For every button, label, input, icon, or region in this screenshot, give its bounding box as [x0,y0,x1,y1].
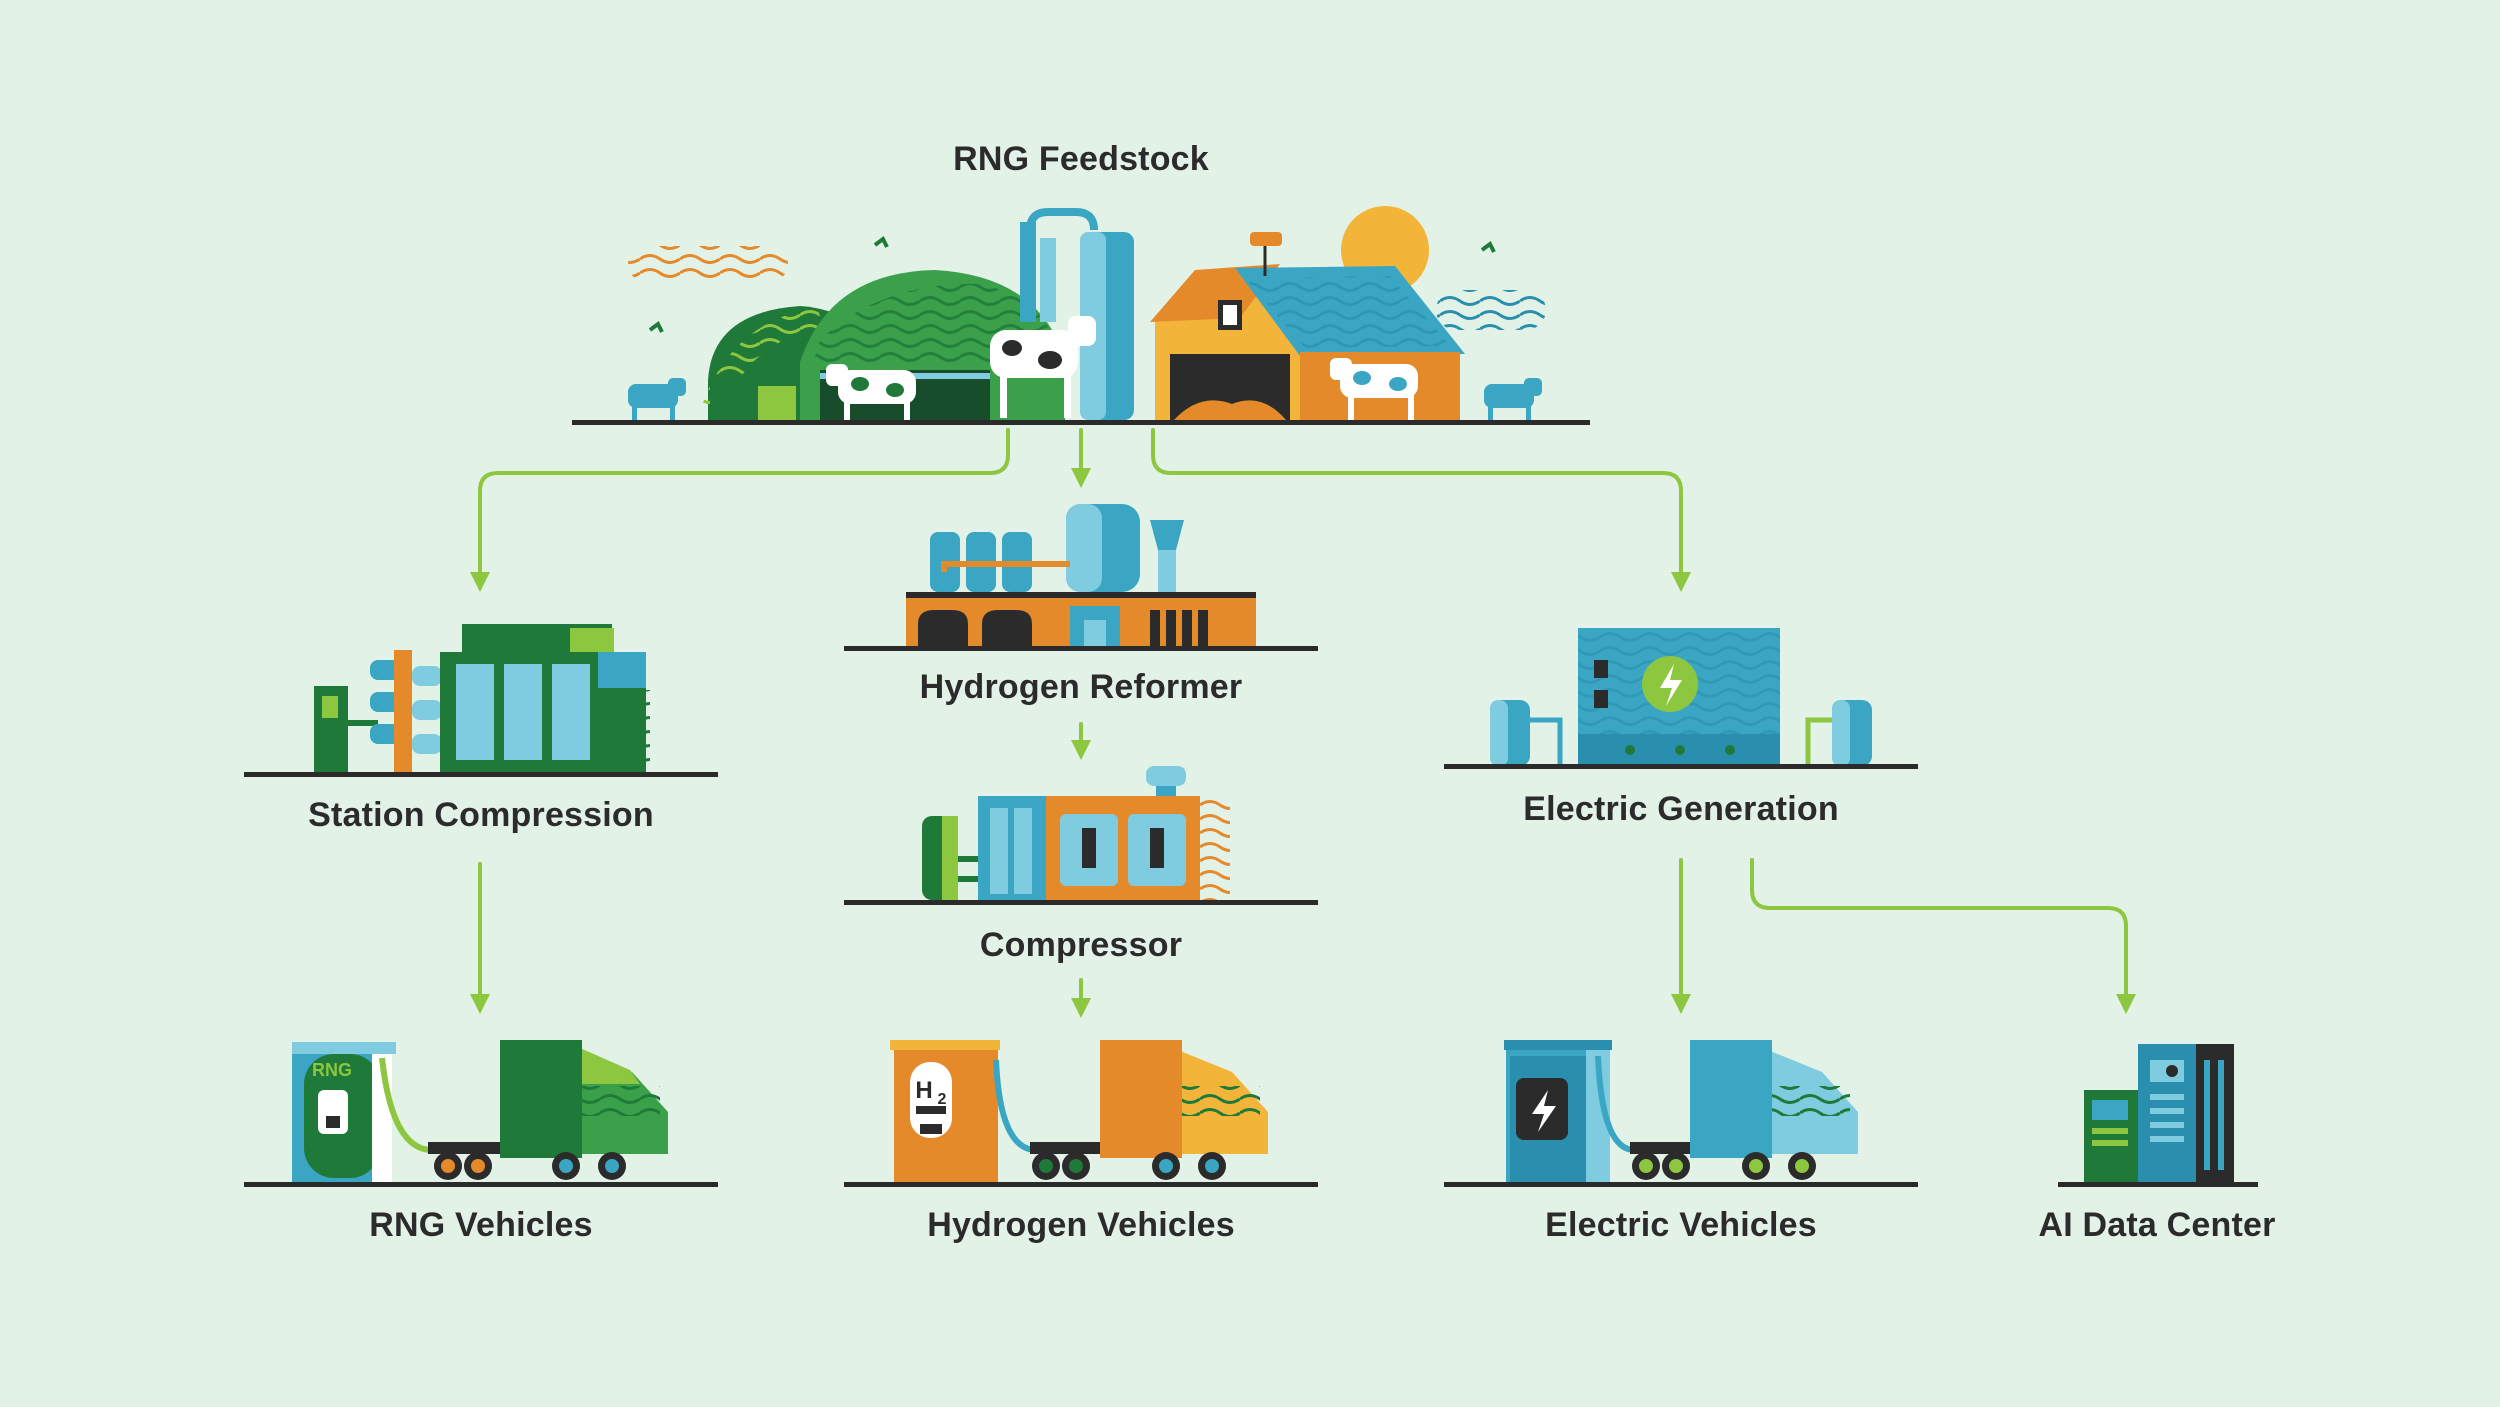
ground-line [572,420,1590,425]
ground-line [244,1182,718,1187]
ground-line [244,772,718,777]
connectors [470,428,2136,1018]
hydrogen-pump-subscript: 2 [938,1091,947,1108]
farm-barn-digester-icon [572,206,1590,425]
cow-icon [990,316,1096,418]
cow-icon [826,364,916,420]
cow-icon [1484,378,1542,420]
lightning-bolt-icon [1532,1090,1556,1132]
ground-line [844,900,1318,905]
label-electric-vehicles: Electric Vehicles [1545,1206,1817,1244]
compression-station-icon [244,624,718,777]
label-station-compression: Station Compression [308,796,654,834]
label-hydrogen-vehicles: Hydrogen Vehicles [927,1206,1235,1244]
label-rng-feedstock: RNG Feedstock [953,140,1209,178]
generator-icon [1444,628,1918,769]
ground-line [1444,1182,1918,1187]
reformer-plant-icon [844,504,1318,651]
server-rack-icon [2058,1044,2258,1187]
cow-icon [1330,358,1418,420]
label-hydrogen-reformer: Hydrogen Reformer [919,668,1243,706]
label-compressor: Compressor [979,926,1183,964]
ground-line [844,1182,1318,1187]
ground-line [844,646,1318,651]
label-electric-generation: Electric Generation [1523,790,1839,828]
edge-electric-generation-to-ai-data-center [1750,858,2136,1014]
label-ai-data-center: AI Data Center [2038,1206,2276,1244]
ground-line [1444,764,1918,769]
rng-truck-icon: RNG [244,1040,718,1187]
hydrogen-pump-label: H [915,1077,932,1104]
label-rng-vehicles: RNG Vehicles [369,1206,593,1244]
ground-line [2058,1182,2258,1187]
cow-icon [628,378,686,420]
edge-feedstock-to-electric-generation [1151,428,1691,592]
compressor-unit-icon [844,766,1318,905]
rng-pump-label: RNG [312,1060,352,1080]
electric-truck-icon [1444,1040,1918,1187]
edge-feedstock-to-station-compression [470,428,1010,592]
hydrogen-truck-icon: H 2 [844,1040,1318,1187]
